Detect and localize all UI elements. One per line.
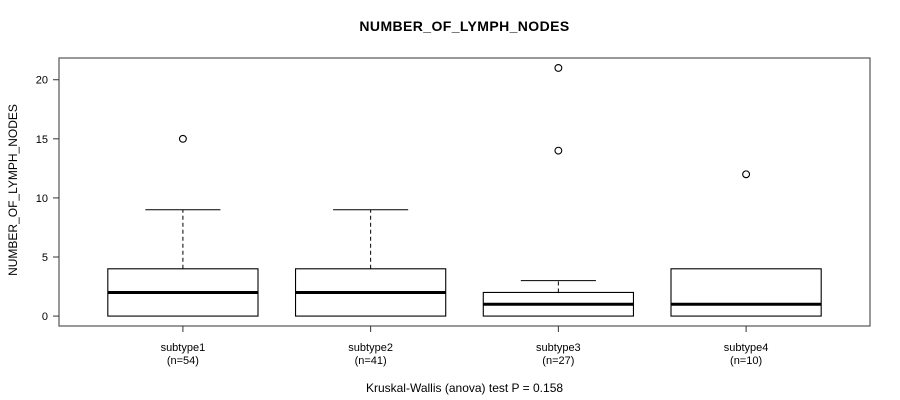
y-tick-label: 5: [42, 252, 48, 264]
y-tick-label: 20: [36, 75, 48, 87]
x-tick-label: subtype2: [348, 342, 393, 354]
box: [670, 268, 822, 317]
x-tick-sublabel: (n=54): [167, 355, 199, 367]
x-tick-label: subtype3: [536, 342, 581, 354]
x-tick-sublabel: (n=41): [355, 355, 387, 367]
x-tick-sublabel: (n=10): [730, 355, 762, 367]
outlier-point: [554, 63, 563, 72]
x-tick-label: subtype1: [161, 342, 206, 354]
outlier-point: [178, 134, 187, 143]
plot-frame: [58, 57, 871, 327]
chart-title: NUMBER_OF_LYMPH_NODES: [359, 18, 570, 34]
outlier-point: [742, 170, 751, 179]
y-tick-label: 10: [36, 193, 48, 205]
outlier-point: [554, 146, 563, 155]
stat-test-caption: Kruskal-Wallis (anova) test P = 0.158: [365, 381, 564, 395]
x-tick-label: subtype4: [724, 342, 769, 354]
y-tick-label: 0: [42, 311, 48, 323]
x-tick-sublabel: (n=27): [542, 355, 574, 367]
y-tick-label: 15: [36, 134, 48, 146]
